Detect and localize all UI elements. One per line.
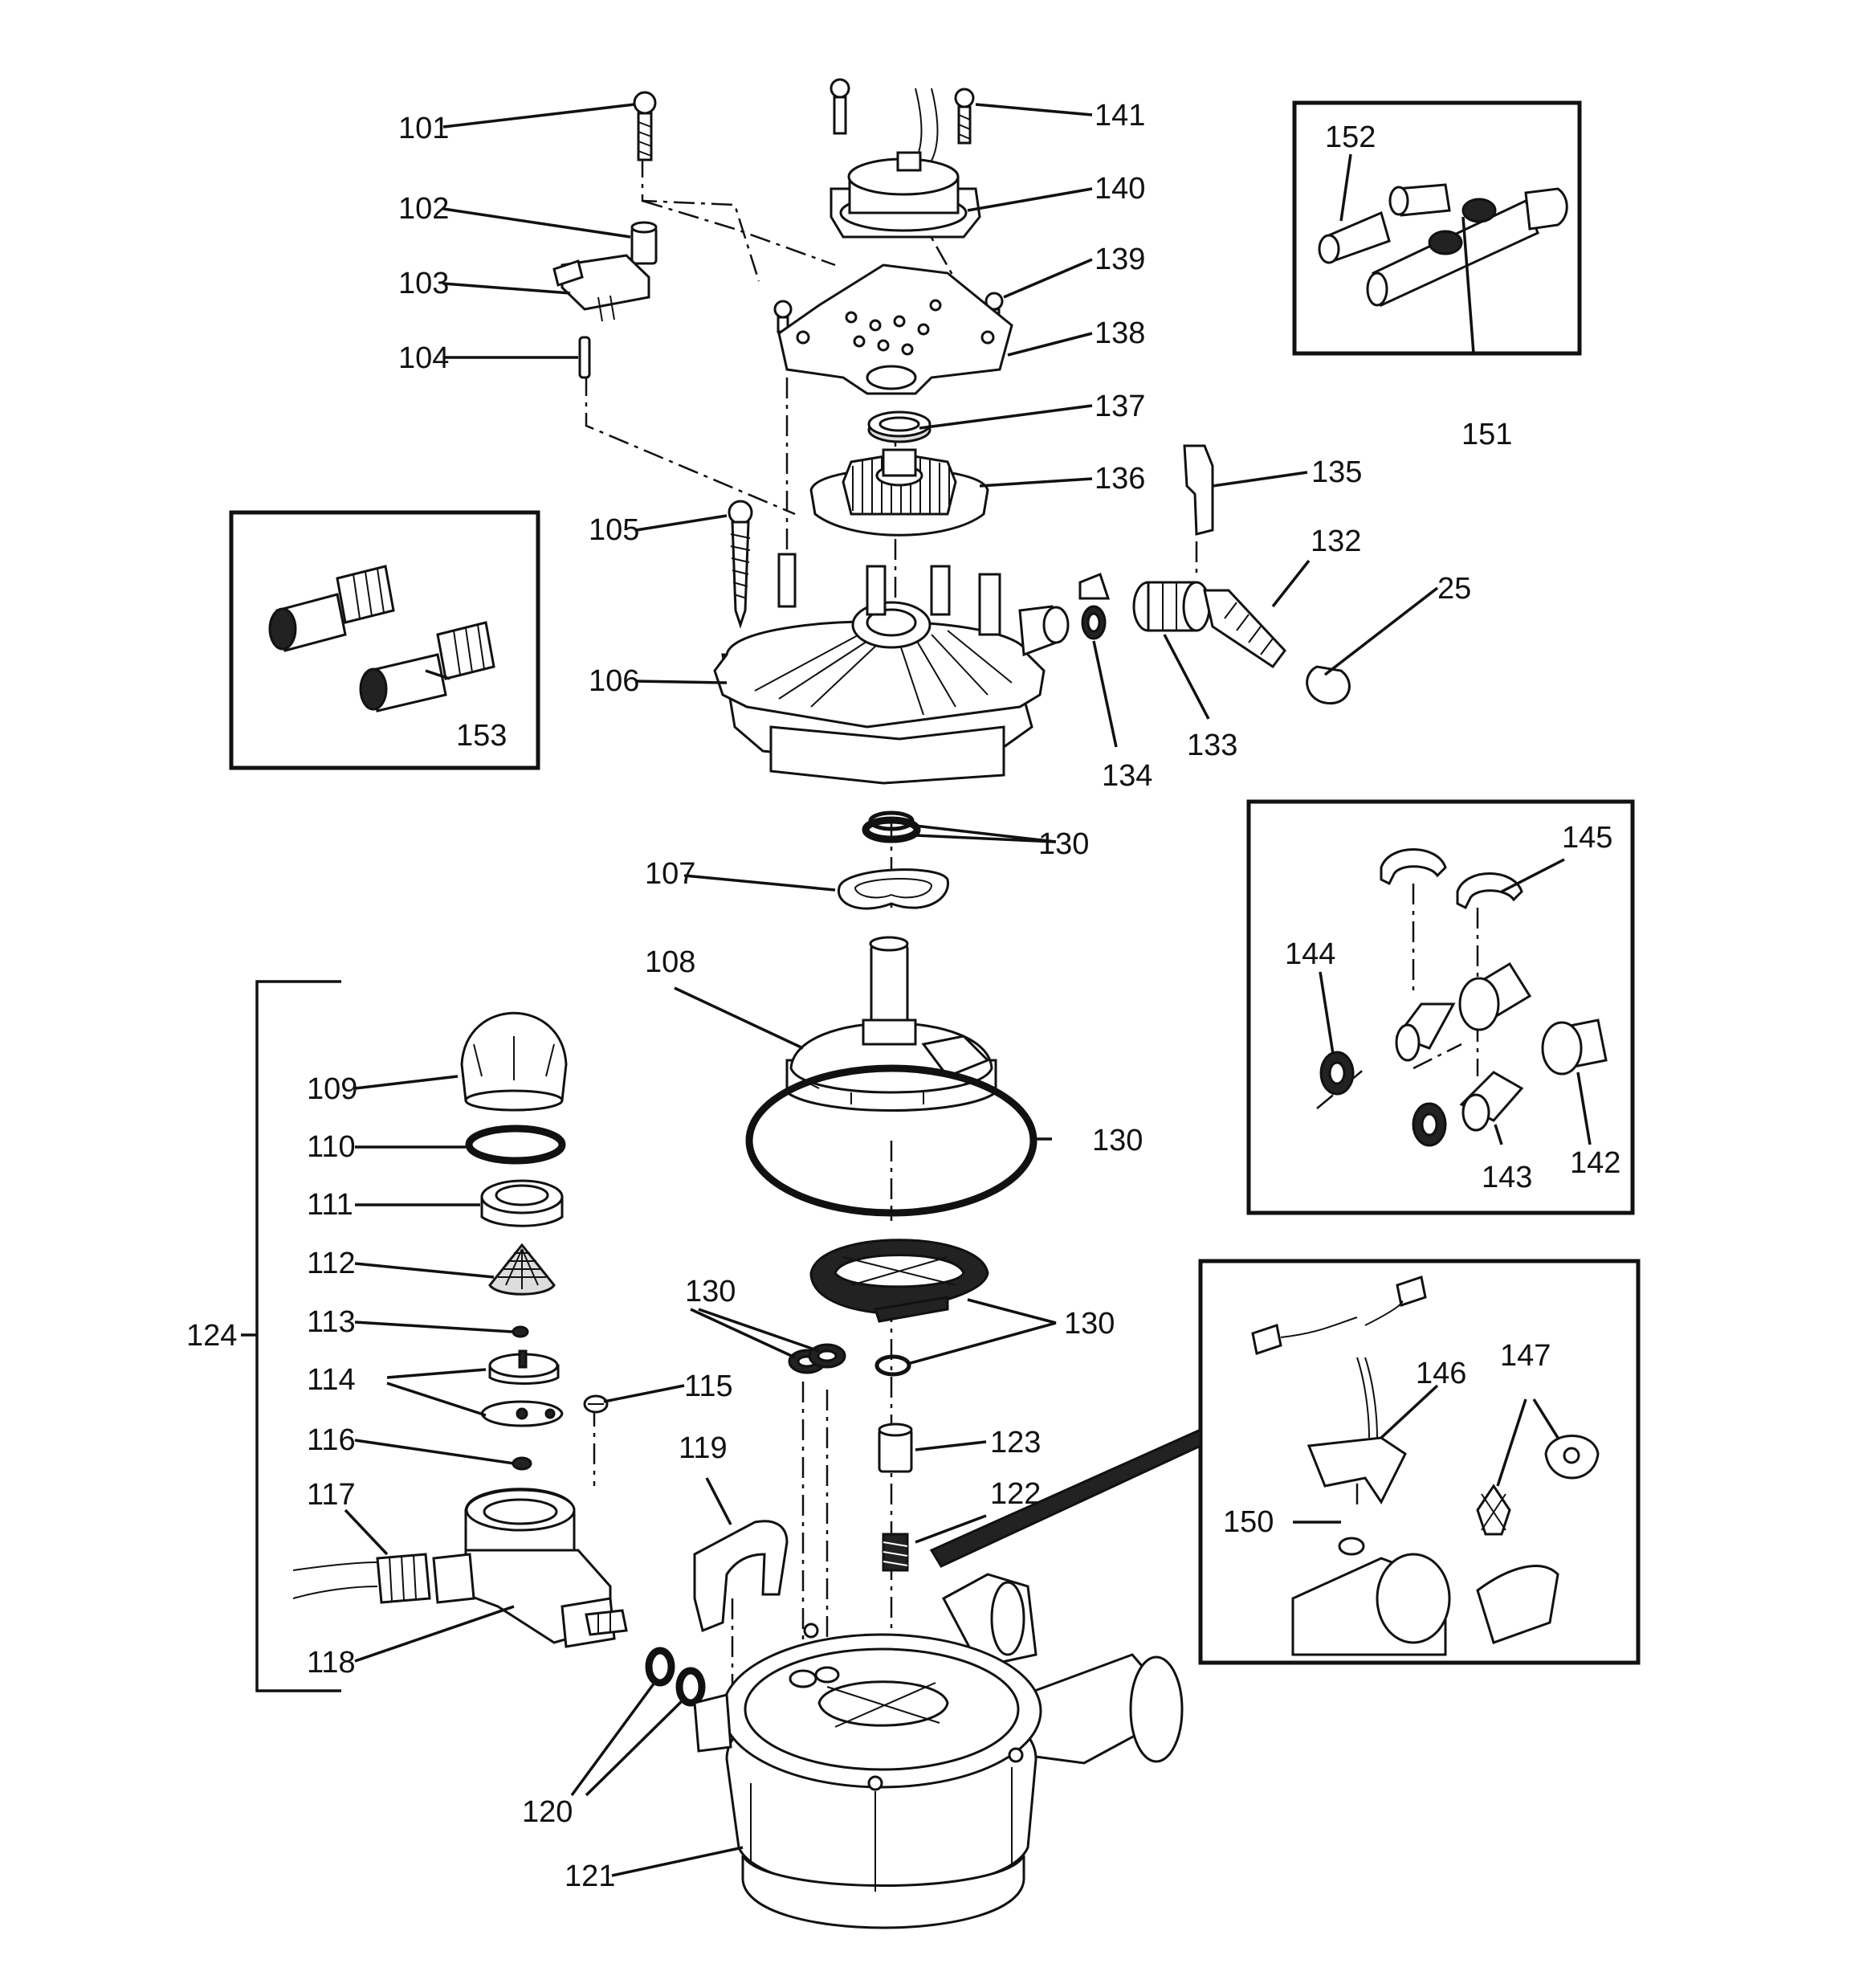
pin-104 bbox=[578, 336, 591, 379]
sleeve-123 bbox=[878, 1423, 913, 1473]
callout-110: 110 bbox=[307, 1130, 356, 1164]
cap-109 bbox=[460, 1011, 568, 1112]
spring-122 bbox=[882, 1533, 909, 1572]
orings-120 bbox=[645, 1647, 706, 1707]
callout-141: 141 bbox=[1095, 99, 1145, 133]
screw-115 bbox=[583, 1394, 609, 1414]
callout-130-ring: 130 bbox=[1092, 1124, 1143, 1157]
inset-box-151 bbox=[1292, 100, 1582, 356]
washer-116 bbox=[512, 1456, 532, 1471]
callout-135: 135 bbox=[1311, 455, 1362, 489]
callout-139: 139 bbox=[1095, 243, 1145, 276]
callout-104: 104 bbox=[398, 341, 449, 375]
injector-body-118 bbox=[432, 1488, 628, 1648]
gear-cam-136 bbox=[809, 448, 989, 537]
callout-106: 106 bbox=[589, 664, 639, 698]
oring-130-pair bbox=[788, 1343, 846, 1374]
screw-101 bbox=[633, 91, 657, 161]
rotor-108 bbox=[785, 936, 997, 1112]
nozzle-114a bbox=[488, 1349, 560, 1385]
screw-141a bbox=[830, 78, 850, 135]
oring-110 bbox=[465, 1125, 566, 1165]
callout-147: 147 bbox=[1500, 1339, 1551, 1373]
callout-107: 107 bbox=[645, 857, 695, 891]
callout-130-top: 130 bbox=[1038, 827, 1089, 861]
lag-screw-105 bbox=[728, 500, 753, 629]
tube-nut-117 bbox=[292, 1553, 431, 1604]
elbow-133 bbox=[1132, 581, 1211, 632]
callout-152: 152 bbox=[1325, 120, 1376, 154]
callout-115: 115 bbox=[684, 1370, 733, 1403]
callout-112: 112 bbox=[307, 1247, 356, 1280]
callout-117: 117 bbox=[307, 1478, 356, 1512]
valve-body-121 bbox=[693, 1573, 1184, 1929]
callout-144: 144 bbox=[1285, 937, 1335, 971]
callout-119: 119 bbox=[679, 1431, 728, 1465]
hose-clamp-25 bbox=[1306, 665, 1351, 704]
callout-122: 122 bbox=[990, 1477, 1041, 1511]
valve-cover-106 bbox=[713, 553, 1111, 785]
callout-labels: 101 102 103 104 105 106 107 108 109 110 … bbox=[186, 99, 1620, 1893]
callout-130-left: 130 bbox=[685, 1275, 736, 1308]
callout-151: 151 bbox=[1461, 418, 1512, 451]
callout-103: 103 bbox=[398, 267, 449, 300]
screw-141b bbox=[954, 88, 975, 145]
oring-134 bbox=[1081, 605, 1107, 640]
bearing-137 bbox=[867, 410, 932, 443]
callout-124: 124 bbox=[186, 1319, 237, 1353]
nozzle-114b bbox=[480, 1400, 564, 1427]
spacer-102 bbox=[630, 221, 658, 265]
motor-140 bbox=[830, 88, 981, 239]
leader-lines bbox=[241, 103, 1592, 1877]
callout-136: 136 bbox=[1095, 462, 1145, 496]
callout-153: 153 bbox=[456, 719, 507, 753]
inset-box-145 bbox=[1246, 799, 1635, 1215]
callout-137: 137 bbox=[1095, 390, 1145, 423]
callout-121: 121 bbox=[565, 1859, 615, 1893]
clip-119 bbox=[693, 1520, 789, 1633]
callout-123: 123 bbox=[990, 1426, 1041, 1459]
callout-105: 105 bbox=[589, 513, 639, 547]
callout-116: 116 bbox=[307, 1423, 356, 1457]
callout-108: 108 bbox=[645, 945, 695, 979]
callout-145: 145 bbox=[1562, 821, 1612, 855]
callout-109: 109 bbox=[307, 1072, 357, 1106]
microswitch-103 bbox=[552, 254, 650, 322]
oring-130-large bbox=[745, 1064, 1037, 1217]
oring-113 bbox=[512, 1325, 529, 1338]
callout-102: 102 bbox=[398, 192, 449, 226]
clip-135 bbox=[1183, 444, 1214, 536]
plate-138 bbox=[777, 263, 1013, 395]
inset-box-153 bbox=[229, 510, 540, 770]
oring-130-top bbox=[862, 810, 921, 843]
callout-101: 101 bbox=[398, 112, 449, 145]
callout-120: 120 bbox=[522, 1795, 573, 1829]
inset-box-meter bbox=[929, 1259, 1641, 1665]
callout-111: 111 bbox=[307, 1188, 353, 1222]
callout-114: 114 bbox=[307, 1363, 356, 1397]
callout-132: 132 bbox=[1311, 525, 1361, 558]
oring-130-small bbox=[874, 1354, 911, 1377]
callout-25: 25 bbox=[1437, 572, 1471, 606]
callout-138: 138 bbox=[1095, 316, 1145, 350]
screen-112 bbox=[488, 1243, 556, 1296]
callout-150: 150 bbox=[1223, 1505, 1274, 1539]
callout-140: 140 bbox=[1095, 172, 1145, 206]
callout-130-disc: 130 bbox=[1064, 1307, 1115, 1341]
callout-142: 142 bbox=[1570, 1146, 1620, 1180]
seal-107 bbox=[838, 868, 949, 910]
ring-111 bbox=[480, 1179, 564, 1227]
callout-113: 113 bbox=[307, 1305, 356, 1339]
callout-133: 133 bbox=[1187, 729, 1237, 762]
callout-134: 134 bbox=[1102, 759, 1152, 793]
barb-132 bbox=[1203, 589, 1286, 669]
callout-146: 146 bbox=[1416, 1357, 1466, 1390]
seal-disc-130 bbox=[809, 1239, 989, 1323]
callout-143: 143 bbox=[1482, 1161, 1532, 1194]
callout-118: 118 bbox=[307, 1646, 356, 1680]
